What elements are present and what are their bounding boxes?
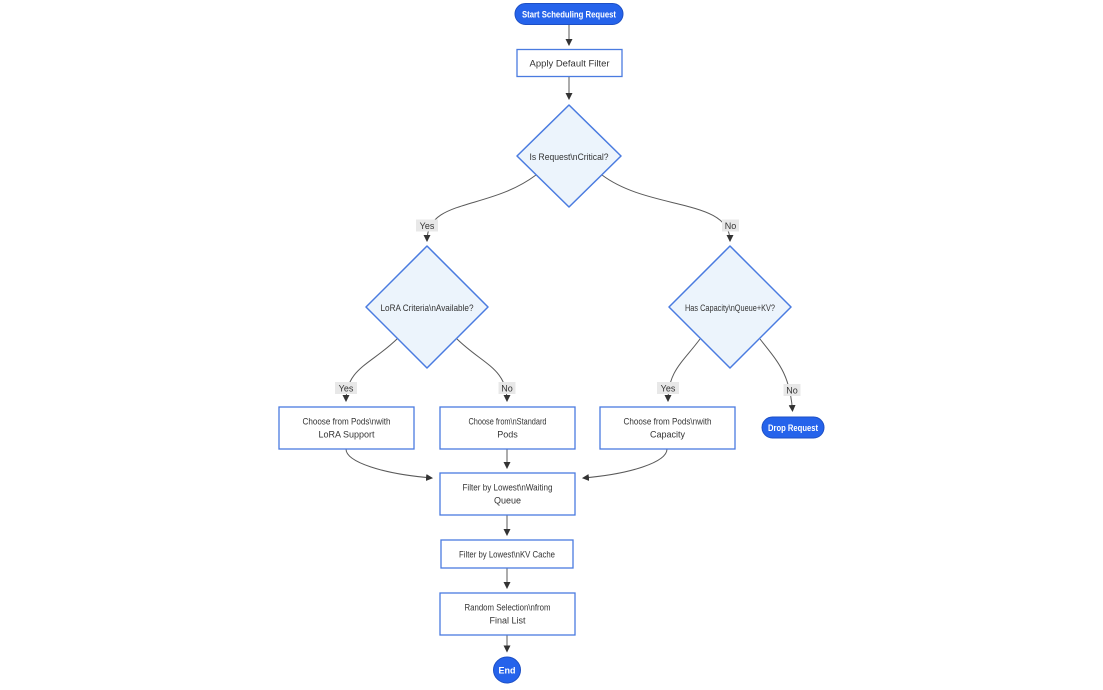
end-node-shape [493,656,521,684]
edge-label-bg [498,382,516,394]
edge-label-text: Yes [420,221,435,231]
choose-capacity-pods-node: Choose from Pods\nwith Capacity [599,406,736,450]
edges [342,24,796,653]
lora-criteria-label: LoRA Criteria\nAvailable? [381,303,474,313]
edge-label-lora-yes: Yes [335,382,357,394]
choose-capacity-pods-label-line2: Capacity [650,430,686,440]
choose-standard-pods-label-line1: Choose from\nStandard [469,417,547,427]
choose-lora-pods-label-line1: Choose from Pods\nwith [303,417,391,427]
edge-label-text: Yes [661,384,676,394]
start-node: Start Scheduling Request [514,3,624,25]
edge-capacity-no [759,338,796,413]
end-node: End [493,656,521,684]
apply-default-filter-label: Apply Default Filter [530,59,610,69]
choose-lora-pods-node: Choose from Pods\nwith LoRA Support [278,406,415,450]
edge-label-bg [657,382,679,394]
filter-waiting-queue-node: Filter by Lowest\nWaiting Queue [439,472,576,516]
edge-label-text: No [501,384,513,394]
edge-label-critical-no: No [722,219,739,232]
edge-label-capacity-no: No [783,384,801,396]
edge-chooselora-to-filter [345,448,434,482]
has-capacity-label: Has Capacity\nQueue+KV? [685,303,775,313]
edge-label-text: Yes [339,384,354,394]
edge-choosecapacity-to-filter [581,448,668,481]
filter-kv-cache-label: Filter by Lowest\nKV Cache [459,550,555,560]
random-selection-label-line2: Final List [489,616,526,626]
is-critical-label: Is Request\nCritical? [530,152,609,162]
choose-lora-pods-shape [278,406,415,450]
start-node-shape [514,3,624,25]
edge-label-critical-yes: Yes [416,219,438,232]
choose-capacity-pods-shape [599,406,736,450]
start-node-label: Start Scheduling Request [522,10,616,20]
choose-standard-pods-shape [439,406,576,450]
lora-criteria-decision: LoRA Criteria\nAvailable? [365,245,489,369]
choose-standard-pods-label-line2: Pods [497,430,518,440]
random-selection-label-line1: Random Selection\nfrom [465,603,551,613]
drop-request-node: Drop Request [761,416,825,439]
edge-label-bg [416,219,438,232]
edge-label-lora-no: No [498,382,516,394]
has-capacity-decision: Has Capacity\nQueue+KV? [668,245,792,369]
edge-label-capacity-yes: Yes [657,382,679,394]
edge-label-text: No [786,386,798,396]
apply-default-filter-shape [516,48,623,78]
random-selection-shape [439,592,576,636]
choose-capacity-pods-label-line1: Choose from Pods\nwith [624,417,712,427]
random-selection-node: Random Selection\nfrom Final List [439,592,576,636]
drop-request-shape [761,416,825,439]
lora-criteria-shape [365,245,489,369]
filter-waiting-queue-label-line1: Filter by Lowest\nWaiting [463,483,553,493]
edge-critical-yes [423,174,537,243]
edge-label-bg [783,384,801,396]
apply-default-filter-node: Apply Default Filter [516,48,623,78]
has-capacity-shape [668,245,792,369]
is-critical-shape [516,104,622,208]
edge-label-bg [335,382,357,394]
choose-standard-pods-node: Choose from\nStandard Pods [439,406,576,450]
edge-label-bg [722,219,739,232]
is-critical-decision: Is Request\nCritical? [516,104,622,208]
choose-lora-pods-label-line2: LoRA Support [318,430,375,440]
filter-waiting-queue-label-line2: Queue [494,496,521,506]
filter-waiting-queue-shape [439,472,576,516]
edge-critical-no [601,174,734,243]
edge-label-text: No [725,221,737,231]
end-node-label: End [499,666,516,676]
drop-request-label: Drop Request [768,423,818,433]
filter-kv-cache-shape [440,539,574,569]
filter-kv-cache-node: Filter by Lowest\nKV Cache [440,539,574,569]
